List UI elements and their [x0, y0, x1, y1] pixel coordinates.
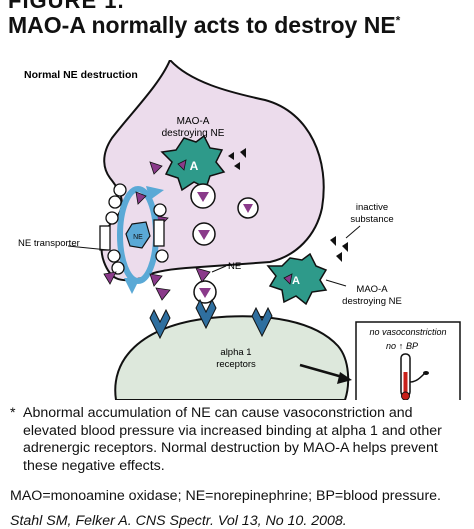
mao-a-enzyme-bottom — [266, 252, 328, 306]
inactive-fragment — [330, 236, 336, 246]
inactive-line1: inactive — [356, 202, 388, 213]
ne-pointer — [211, 265, 227, 273]
mao-label-bottom-line2: destroying NE — [342, 296, 402, 307]
receptors-line2: receptors — [216, 359, 256, 370]
figure-label: FIGURE 1. — [8, 0, 125, 13]
inactive-fragment — [336, 252, 342, 262]
synaptic-vesicle — [237, 197, 259, 219]
ne-fragment — [177, 159, 187, 171]
thermometer-icon — [400, 353, 429, 400]
citation: Stahl SM, Felker A. CNS Spectr. Vol 13, … — [10, 513, 347, 529]
footnote: * Abnormal accumulation of NE can cause … — [10, 405, 466, 475]
mao-label-top-line1: MAO-A — [177, 116, 210, 127]
ne-molecule — [149, 161, 163, 175]
ne-fragment — [283, 273, 293, 285]
result-arrow-shaft — [299, 363, 347, 380]
enzyme-letter-bottom: A — [292, 275, 300, 287]
alpha1-receptor — [149, 308, 171, 340]
alpha1-receptor — [251, 306, 273, 338]
ne-destruction-diagram: Normal NE destruction MAO-A destroying N… — [18, 60, 461, 400]
title-text: MAO-A normally acts to destroy NE — [8, 12, 396, 38]
alpha1-receptor — [195, 298, 217, 330]
ne-fragment — [234, 162, 240, 170]
mao-bottom-pointer — [325, 279, 347, 287]
synaptic-vesicle — [190, 183, 216, 209]
ne-label: NE — [228, 261, 241, 272]
inactive-pointer — [345, 225, 361, 239]
title-asterisk: * — [395, 13, 401, 28]
footnote-text: Abnormal accumulation of NE can cause va… — [23, 405, 442, 474]
inactive-line2: substance — [350, 214, 393, 225]
transporter-inner-label: NE — [133, 234, 143, 241]
footnote-marker: * — [10, 405, 16, 421]
page-title: MAO-A normally acts to destroy NE* — [8, 12, 400, 39]
receptors-line1: alpha 1 — [220, 347, 251, 358]
box-line2-prefix: no — [386, 341, 396, 351]
ne-fragment — [228, 152, 234, 160]
result-arrowhead — [337, 372, 352, 384]
inactive-fragment — [342, 242, 348, 252]
transporter-pointer — [67, 245, 109, 251]
mao-label-top-line2: destroying NE — [162, 128, 225, 139]
ne-transporter — [99, 183, 169, 294]
ne-fragment — [240, 148, 246, 158]
box-bp: BP — [406, 341, 418, 351]
abbreviations: MAO=monoamine oxidase; NE=norepinephrine… — [10, 488, 442, 504]
ne-molecule — [195, 267, 211, 283]
box-line1: no vasoconstriction — [369, 327, 446, 337]
synaptic-vesicle — [193, 280, 217, 304]
arrow-up-icon: ↑ — [399, 341, 404, 351]
mao-label-bottom-line1: MAO-A — [356, 284, 388, 295]
enzyme-letter-top: A — [190, 159, 199, 173]
transporter-label: NE transporter — [18, 238, 80, 249]
ne-molecule — [155, 287, 171, 301]
panel-label: Normal NE destruction — [24, 69, 138, 81]
synaptic-vesicle — [192, 222, 216, 246]
